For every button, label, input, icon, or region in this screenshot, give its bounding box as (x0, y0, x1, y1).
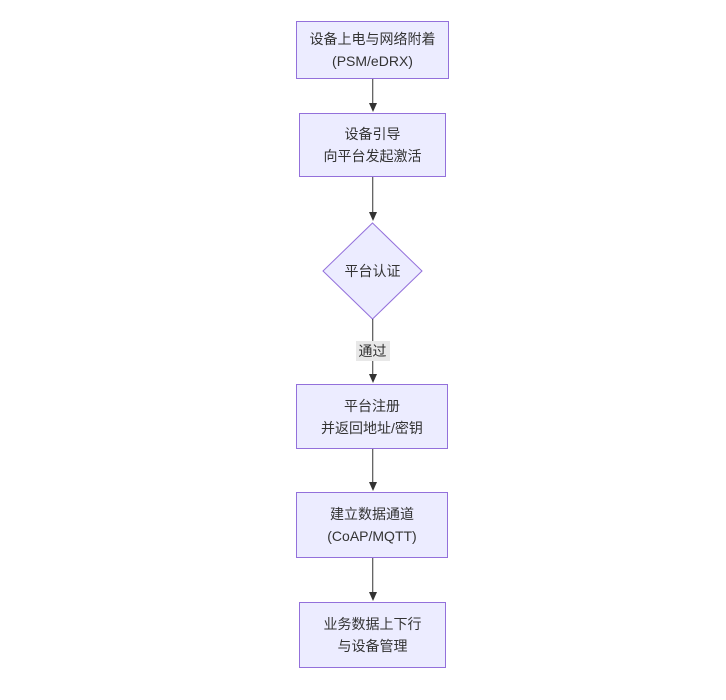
node-text-line: 平台注册 (344, 397, 400, 414)
edge-line (371, 79, 374, 104)
flowchart-node-platform-auth: 平台认证 (322, 222, 423, 320)
node-text-line: (PSM/eDRX) (332, 53, 413, 69)
node-text-line: 向平台发起激活 (323, 148, 422, 164)
flowchart-node-business-data: 业务数据上下行 与设备管理 (299, 602, 446, 668)
flowchart-node-power-attach: 设备上电与网络附着 (PSM/eDRX) (296, 21, 449, 79)
node-text-line: 设备引导 (344, 126, 401, 142)
arrowhead-down-icon (368, 482, 377, 491)
node-text-line: 业务数据上下行 (323, 616, 422, 632)
flowchart-node-data-channel: 建立数据通道 (CoAP/MQTT) (296, 492, 448, 558)
arrowhead-down-icon (368, 374, 377, 383)
node-text-line: 设备上电与网络附着 (309, 31, 436, 47)
arrowhead-down-icon (368, 103, 377, 112)
node-text-line: 并返回地址/密钥 (321, 419, 423, 436)
edge-line (371, 449, 374, 483)
edge-label-pass: 通过 (355, 341, 390, 361)
edge-line (371, 558, 374, 593)
node-text-line: (CoAP/MQTT) (327, 528, 417, 544)
arrowhead-down-icon (368, 212, 377, 221)
arrowhead-down-icon (368, 592, 377, 601)
node-text-line: 建立数据通道 (330, 506, 414, 522)
node-text-line: 平台认证 (344, 263, 401, 279)
flowchart-node-bootstrap: 设备引导 向平台发起激活 (299, 113, 446, 177)
node-text-line: 与设备管理 (337, 638, 408, 654)
edge-line (371, 177, 374, 213)
flowchart-node-register: 平台注册 并返回地址/密钥 (296, 384, 448, 449)
